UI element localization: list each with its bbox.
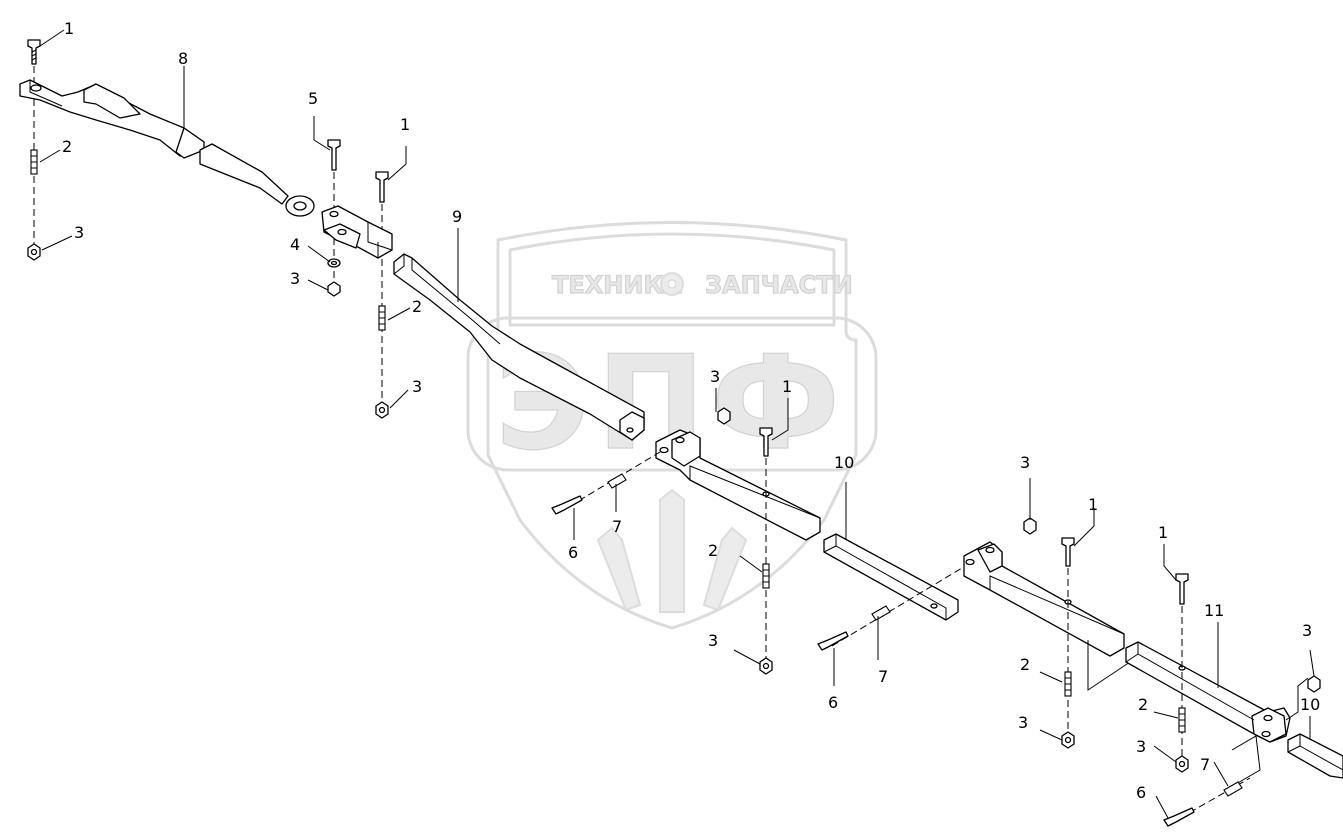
callout-label: 2 — [62, 137, 72, 156]
nut-3-clamp-lower — [375, 401, 389, 419]
watermark-shield — [486, 221, 858, 630]
right-bracket-tube — [963, 541, 1125, 657]
callout-label: 6 — [568, 543, 578, 562]
pin-2-middle — [762, 563, 770, 589]
callout-label: 7 — [1200, 755, 1210, 774]
watermark-wheat — [596, 488, 748, 613]
tube-part-10 — [823, 533, 959, 621]
watermark-inner-border — [508, 232, 836, 327]
callout-label: 7 — [878, 667, 888, 686]
bolt-1-middle — [759, 427, 773, 457]
callout-label: 2 — [412, 297, 422, 316]
nut-3-edge — [1307, 675, 1321, 693]
nut-3-right-top — [1023, 517, 1037, 535]
bolt-1-right — [1061, 537, 1075, 567]
pin-2-clamp — [378, 305, 386, 331]
callout-label: 3 — [710, 367, 720, 386]
callout-label: 11 — [1204, 601, 1224, 620]
callout-label: 5 — [308, 89, 318, 108]
washer-4 — [327, 258, 341, 268]
callout-label: 6 — [1136, 783, 1146, 802]
leader-lines — [39, 29, 1315, 819]
callout-label: 3 — [412, 377, 422, 396]
watermark-text-right: ЗАПЧАСТИ — [705, 271, 853, 299]
callout-label: 3 — [74, 223, 84, 242]
callout-label: 3 — [708, 631, 718, 650]
bolt-1-far-right — [1175, 573, 1189, 605]
callout-label: 2 — [708, 541, 718, 560]
nut-3-clamp — [327, 281, 341, 297]
callout-label: 10 — [1300, 695, 1320, 714]
pin-7-middle — [607, 473, 627, 489]
nut-3-middle-bottom — [759, 657, 773, 675]
callout-label: 1 — [782, 377, 792, 396]
clamp-bracket — [321, 205, 393, 259]
callout-label: 6 — [828, 693, 838, 712]
nut-3-far-right — [1175, 755, 1189, 773]
watermark-capsule — [466, 316, 878, 472]
bolt-6-second — [817, 631, 849, 651]
nut-3-middle-top — [717, 407, 731, 425]
pin-2-left — [30, 149, 38, 175]
callout-labels: 1 8 2 3 5 1 4 3 2 3 9 3 1 10 7 6 2 3 7 6… — [62, 19, 1320, 802]
middle-bracket-tube — [655, 429, 821, 541]
gear-icon — [660, 272, 684, 296]
bolt-1-second — [375, 171, 389, 203]
callout-label: 2 — [1138, 695, 1148, 714]
nut-3-left — [27, 243, 41, 261]
rod-with-eye — [199, 143, 315, 217]
callout-label: 4 — [290, 235, 300, 254]
callout-label: 1 — [1158, 523, 1168, 542]
bent-tube-part-9 — [393, 253, 645, 441]
tube-part-10-edge — [1287, 733, 1343, 779]
callout-label: 3 — [1018, 713, 1028, 732]
connector-line — [1087, 640, 1131, 691]
callout-label: 1 — [1088, 495, 1098, 514]
callout-label: 1 — [64, 19, 74, 38]
callout-label: 8 — [178, 49, 188, 68]
bolt-6-far-right — [1163, 807, 1195, 827]
bolt-1-top-left — [27, 39, 41, 65]
axis-line — [831, 561, 973, 647]
pin-2-right — [1064, 671, 1072, 697]
callout-label: 3 — [1020, 453, 1030, 472]
arm-part-8 — [19, 79, 205, 159]
callout-label: 3 — [1136, 737, 1146, 756]
callout-label: 3 — [290, 269, 300, 288]
pin-2-far-right — [1178, 707, 1186, 733]
callout-label: 9 — [452, 207, 462, 226]
connector-line — [1231, 735, 1261, 785]
callout-label: 3 — [1302, 621, 1312, 640]
tube-part-11 — [1125, 641, 1291, 743]
bolt-6-middle — [551, 495, 583, 515]
pin-7-second — [871, 605, 891, 621]
callout-label: 2 — [1020, 655, 1030, 674]
watermark-big-text: ЭПФ — [495, 327, 846, 479]
watermark: ТЕХНИКА ЗАПЧАСТИ ЭПФ — [466, 221, 878, 630]
nut-3-right-bottom — [1061, 731, 1075, 749]
bolt-5 — [327, 139, 341, 171]
callout-label: 1 — [400, 115, 410, 134]
callout-label: 7 — [612, 517, 622, 536]
pin-7-far-right — [1223, 781, 1243, 797]
callout-label: 10 — [834, 453, 854, 472]
